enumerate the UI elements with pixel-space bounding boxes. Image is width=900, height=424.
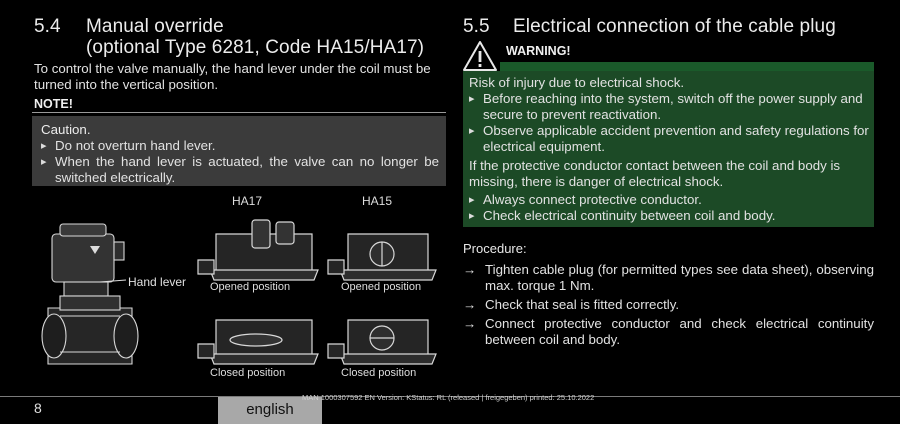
caution-item: Do not overturn hand lever. xyxy=(41,138,439,154)
caution-list: Do not overturn hand lever. When the han… xyxy=(41,138,439,186)
ha15-opened-diagram xyxy=(327,233,437,281)
hand-lever-leader xyxy=(99,279,127,283)
warning-triangle-icon xyxy=(463,41,497,71)
warning-header-bar xyxy=(500,62,874,71)
section-title-manual-override: Manual override xyxy=(86,16,224,37)
procedure-step-text: Connect protective conductor and check e… xyxy=(485,316,874,347)
procedure-step-text: Tighten cable plug (for permitted types … xyxy=(485,262,874,293)
valve-illustration xyxy=(41,223,139,365)
ha15-closed-diagram xyxy=(327,319,437,365)
warning-box: Risk of injury due to electrical shock. … xyxy=(463,71,874,227)
ha17-closed-diagram xyxy=(197,319,319,365)
section-number-5-5: 5.5 xyxy=(463,16,490,37)
arrow-icon: → xyxy=(463,297,477,312)
procedure-title: Procedure: xyxy=(463,241,527,256)
arrow-icon: → xyxy=(463,262,477,277)
print-metadata: MAN 1000307592 EN Version: KStatus: RL (… xyxy=(302,393,595,402)
label-ha15: HA15 xyxy=(362,194,393,208)
page-number: 8 xyxy=(34,400,42,416)
note-divider xyxy=(32,112,446,113)
manual-override-figure xyxy=(41,219,437,365)
ha17-closed-caption: Closed position xyxy=(210,367,286,379)
warning-item: Before reaching into the system, switch … xyxy=(469,91,869,123)
warning-item: Observe applicable accident prevention a… xyxy=(469,123,869,155)
language-label: english xyxy=(246,401,294,418)
ha15-opened-caption: Opened position xyxy=(341,281,422,293)
language-tab: english xyxy=(218,397,322,424)
caution-item: When the hand lever is actuated, the val… xyxy=(41,154,439,186)
warning-item: Always connect protective conductor. xyxy=(469,192,869,208)
warning-risk: Risk of injury due to electrical shock. xyxy=(469,75,685,90)
warning-item: Check electrical continuity between coil… xyxy=(469,208,869,224)
procedure-step: → Check that seal is fitted correctly. xyxy=(463,297,874,313)
procedure-list: → Tighten cable plug (for permitted type… xyxy=(463,262,874,348)
arrow-icon: → xyxy=(463,316,477,331)
ha15-closed-caption: Closed position xyxy=(341,367,417,379)
warning-label: WARNING! xyxy=(506,44,571,58)
note-label: NOTE! xyxy=(34,97,73,111)
section-number-5-4: 5.4 xyxy=(34,16,61,37)
label-ha17: HA17 xyxy=(232,194,263,208)
footer-divider xyxy=(0,396,900,397)
caution-title: Caution. xyxy=(41,122,91,137)
warning-conductor-text: If the protective conductor contact betw… xyxy=(469,158,841,189)
warning-content: Risk of injury due to electrical shock. … xyxy=(469,75,869,224)
ha17-opened-caption: Opened position xyxy=(210,281,291,293)
hand-lever-label: Hand lever xyxy=(128,275,187,289)
procedure-step: → Connect protective conductor and check… xyxy=(463,316,874,348)
procedure-step-text: Check that seal is fitted correctly. xyxy=(485,297,680,312)
ha17-opened-diagram xyxy=(197,219,319,281)
intro-paragraph: To control the valve manually, the hand … xyxy=(34,61,431,92)
procedure-step: → Tighten cable plug (for permitted type… xyxy=(463,262,874,294)
section-title-electrical-connection: Electrical connection of the cable plug xyxy=(513,16,836,37)
section-subtitle: (optional Type 6281, Code HA15/HA17) xyxy=(86,37,425,58)
caution-box: Caution. Do not overturn hand lever. Whe… xyxy=(32,116,446,186)
